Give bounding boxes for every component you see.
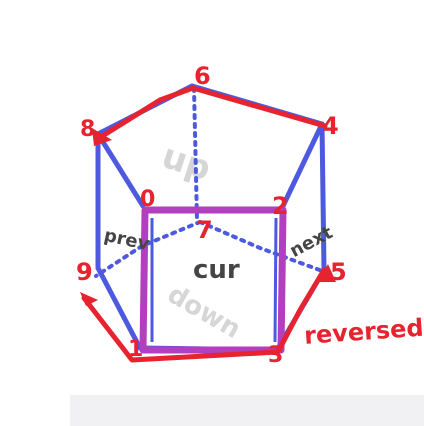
edge-4-2 (280, 121, 325, 209)
edge-8-0 (95, 131, 146, 209)
vertex-label-5: 5 (330, 258, 347, 286)
arrow-head-right (318, 264, 336, 282)
bottom-shadow (70, 395, 424, 426)
inner-right-edge (273, 217, 278, 343)
edge-7-5 (198, 220, 327, 274)
reversed-top-edge (93, 85, 328, 143)
face-label-next: next (286, 222, 336, 262)
vertex-label-2: 2 (272, 192, 289, 220)
edge-4-5 (319, 121, 327, 273)
vertex-label-0: 0 (140, 187, 155, 212)
face-label-up: up (157, 136, 216, 189)
vertex-label-8: 8 (80, 117, 95, 142)
vertex-label-1: 1 (128, 337, 143, 362)
vertex-label-3: 3 (268, 343, 283, 368)
vertex-label-9: 9 (76, 258, 93, 286)
edge-9-1 (95, 265, 143, 351)
reversed-bottom-edge (81, 267, 327, 363)
arrow-head-lower-left (80, 292, 98, 306)
vertex-label-7: 7 (196, 216, 213, 244)
vertex-label-6: 6 (194, 62, 211, 90)
edge-6-7 (192, 86, 199, 222)
face-label-cur: cur (193, 255, 240, 285)
current-face-inner (150, 217, 278, 343)
arrow-head-left (92, 128, 112, 146)
reversed-annotation: reversed (303, 314, 424, 350)
reversed-edges (81, 85, 328, 363)
vertex-label-4: 4 (322, 112, 339, 140)
face-label-down: down (162, 280, 245, 345)
